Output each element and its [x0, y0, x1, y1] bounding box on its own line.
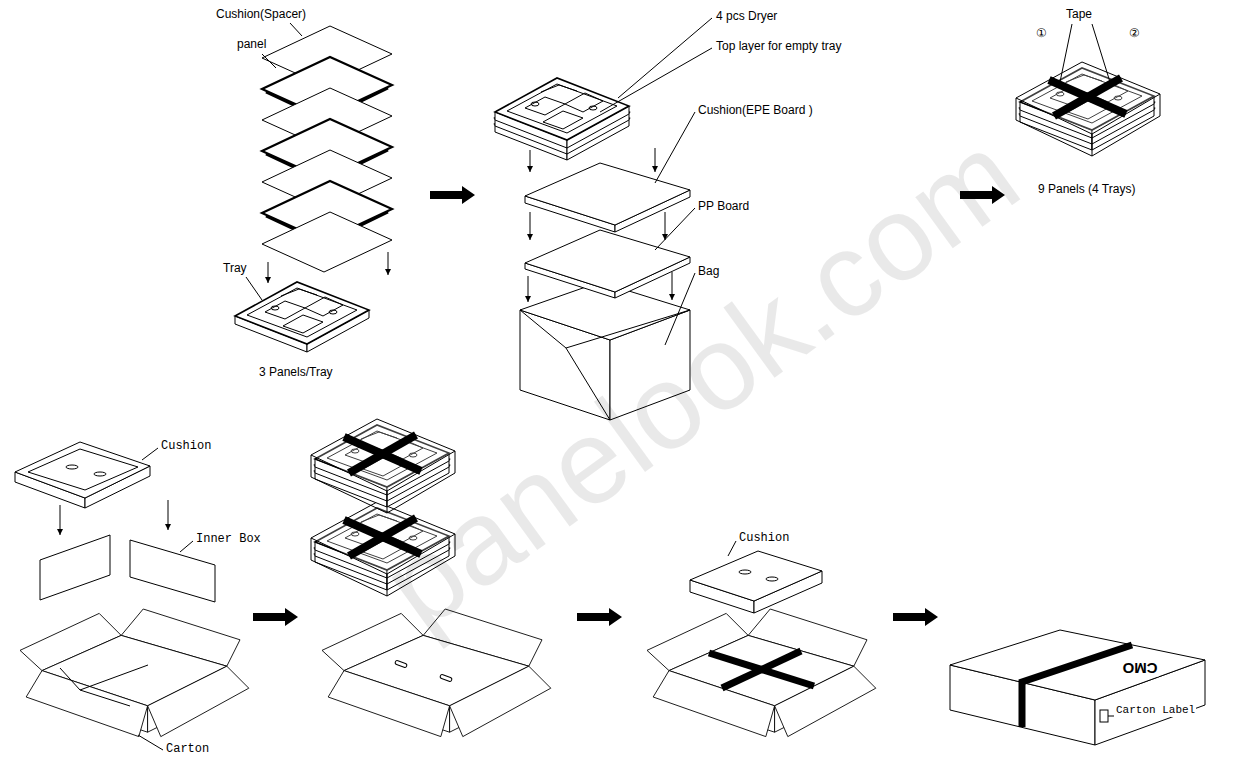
- step-caption: 3 Panels/Tray: [258, 366, 334, 380]
- bagging-step: [665, 212, 666, 240]
- bagging-step: [600, 48, 712, 112]
- carton-step: [20, 609, 249, 737]
- callout-number: ①: [1035, 27, 1048, 41]
- part-name: Cushion(EPE Board ): [697, 104, 814, 118]
- carton-step: [40, 535, 110, 600]
- carton-step: [138, 735, 163, 750]
- part-name: Carton Label: [1115, 704, 1196, 717]
- carton-step: [739, 570, 751, 574]
- part-name: Bag: [697, 265, 720, 279]
- carton-step: [322, 609, 551, 737]
- bagging-step: [655, 112, 695, 183]
- carton-step: [60, 505, 61, 535]
- taped-bag: [1092, 24, 1110, 82]
- carton-step: [722, 651, 801, 688]
- taped-bag: [1016, 24, 1160, 156]
- carton-step: [728, 541, 736, 556]
- part-name: 4 pcs Dryer: [715, 10, 778, 24]
- carton-step: [647, 541, 876, 737]
- part-name: Cushion: [738, 532, 790, 546]
- carton-step: [180, 541, 193, 552]
- carton-step: [60, 668, 130, 706]
- carton-step: [311, 502, 455, 596]
- carton-step: [647, 609, 876, 737]
- carton-step: [66, 465, 78, 469]
- part-name: Inner Box: [195, 533, 262, 547]
- part-name: Cushion: [160, 440, 212, 454]
- closed-carton: [1108, 716, 1114, 717]
- part-name: Carton: [165, 743, 210, 757]
- step-arrow: [893, 608, 938, 626]
- taped-bag: [1060, 24, 1072, 82]
- carton-step: [28, 449, 138, 490]
- panel-stack: [262, 212, 392, 272]
- step-arrow: [430, 186, 475, 204]
- carton-step: [395, 660, 408, 668]
- panel-stack: [268, 262, 269, 283]
- brand-marking: CMO: [1122, 659, 1159, 676]
- panel-stack: [235, 23, 392, 352]
- bagging-step: [530, 212, 531, 240]
- panel-stack: [262, 54, 276, 68]
- step-arrow: [577, 608, 622, 626]
- part-name: Cushion(Spacer): [215, 8, 307, 22]
- part-name: Tray: [222, 262, 248, 276]
- bagging-step: [672, 272, 673, 300]
- panel-stack: [388, 252, 389, 275]
- carton-step: [80, 665, 148, 690]
- step-caption: 9 Panels (4 Trays): [1037, 183, 1136, 197]
- carton-step: [690, 551, 822, 601]
- carton-step: [311, 419, 455, 513]
- bagging-step: [618, 18, 712, 98]
- carton-step: [94, 472, 106, 476]
- part-name: Top layer for empty tray: [715, 40, 842, 54]
- bagging-step: [655, 208, 695, 250]
- carton-step: [168, 500, 169, 530]
- step-arrow: [253, 186, 1005, 626]
- bagging-step: [528, 276, 529, 302]
- bagging-step: [566, 348, 610, 420]
- bagging-step: [495, 18, 712, 420]
- carton-step: [15, 442, 150, 498]
- carton-step: [311, 419, 551, 737]
- bagging-step: [655, 148, 656, 172]
- bagging-step: [530, 150, 531, 172]
- step-arrow: [960, 186, 1005, 204]
- bagging-step: [495, 78, 629, 148]
- part-name: Tape: [1065, 8, 1093, 22]
- bagging-step: [665, 273, 695, 345]
- carton-step: [15, 442, 249, 750]
- carton-step: [130, 540, 215, 602]
- part-name: PP Board: [697, 200, 750, 214]
- taped-bag: [1016, 62, 1160, 156]
- panel-stack: [246, 277, 262, 300]
- panel-stack: [290, 23, 302, 36]
- closed-carton: [1100, 710, 1108, 722]
- step-arrow: [253, 608, 298, 626]
- callout-number: ②: [1128, 27, 1141, 41]
- carton-step: [766, 577, 778, 581]
- panel-stack: [235, 282, 369, 352]
- part-name: panel: [236, 38, 267, 52]
- carton-step: [440, 674, 453, 682]
- closed-carton: [950, 630, 1205, 745]
- watermark: panelook.com: [356, 104, 1043, 656]
- carton-step: [142, 448, 158, 460]
- bagging-step: [520, 310, 690, 348]
